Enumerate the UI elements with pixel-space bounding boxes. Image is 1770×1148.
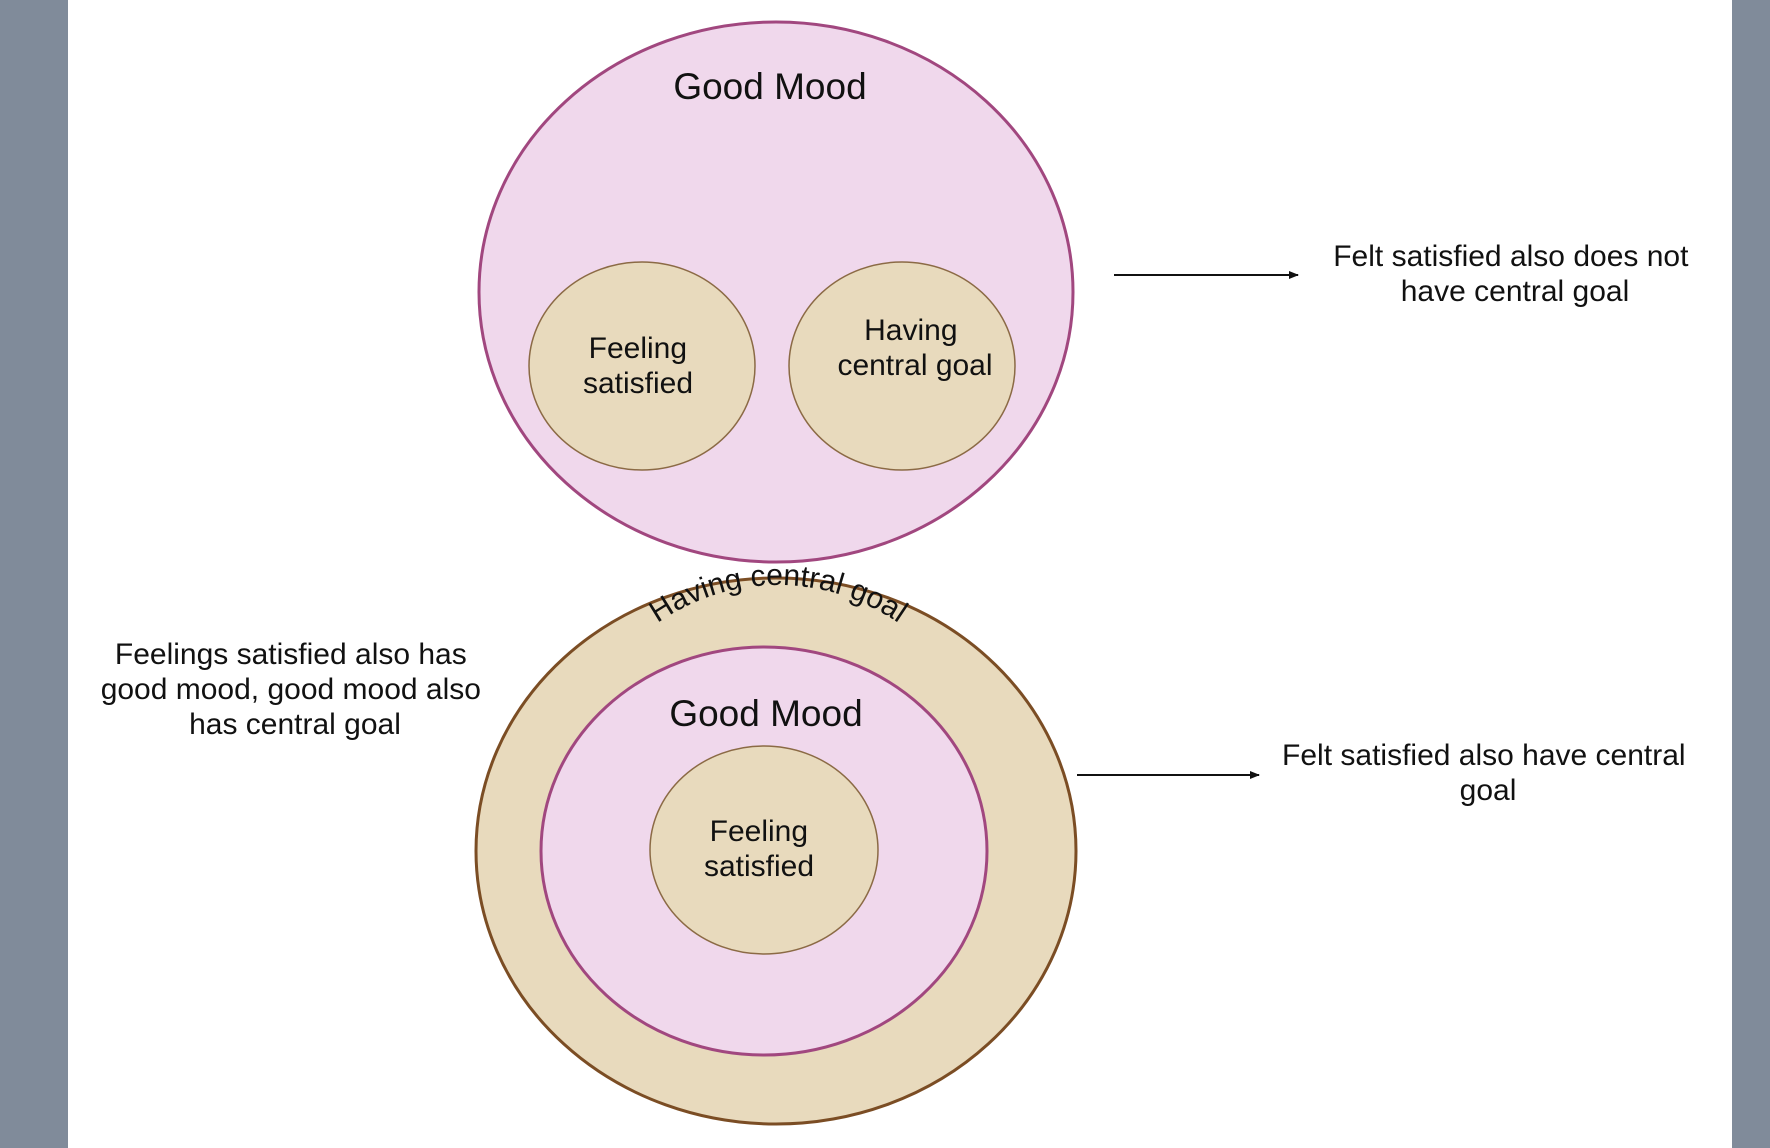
note-bottom-line-1: Felt satisfied also have central — [1282, 739, 1686, 772]
central-goal-line: central goal — [837, 349, 992, 382]
having-central-goal-label-top: Having central goal — [837, 314, 992, 382]
note-top-line-1: Felt satisfied also does not — [1333, 240, 1689, 273]
note-bottom-line-2: goal — [1460, 774, 1517, 807]
feeling-line: Feeling — [710, 815, 808, 848]
note-left-line-3: has central goal — [189, 708, 401, 741]
note-bottom: Felt satisfied also have central goal — [1282, 739, 1694, 807]
feeling-satisfied-ellipse-top — [528, 261, 756, 471]
good-mood-label-bottom: Good Mood — [669, 693, 862, 734]
feeling-satisfied-ellipse-bottom — [649, 745, 879, 955]
having-central-goal-ellipse-top — [788, 261, 1016, 471]
note-left-line-2: good mood, good mood also — [101, 673, 481, 706]
note-left-line-1: Feelings satisfied also has — [115, 638, 467, 671]
feeling-satisfied-label-bottom: Feeling satisfied — [704, 815, 816, 883]
feeling-line: Feeling — [589, 332, 687, 365]
note-top-line-2: have central goal — [1401, 275, 1630, 308]
satisfied-line: satisfied — [583, 367, 693, 400]
note-top: Felt satisfied also does not have centra… — [1333, 240, 1697, 308]
satisfied-line: satisfied — [704, 850, 814, 883]
feeling-satisfied-label-top: Feeling satisfied — [583, 332, 695, 400]
good-mood-label-top: Good Mood — [673, 66, 866, 107]
having-line: Having — [864, 314, 957, 347]
note-left: Feelings satisfied also has good mood, g… — [101, 638, 490, 741]
